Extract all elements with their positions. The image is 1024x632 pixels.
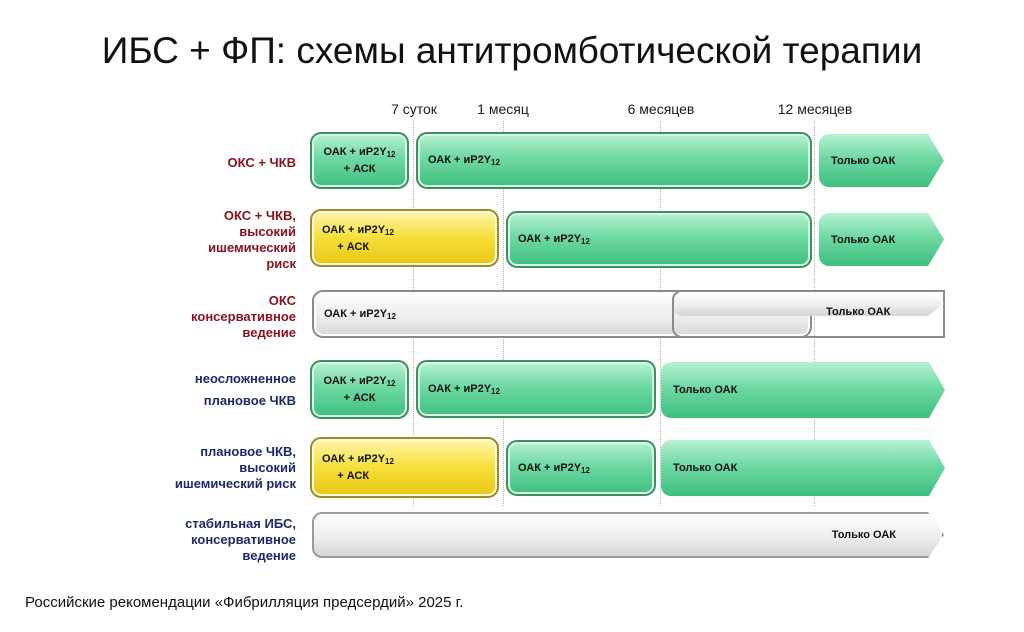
row-label-line: риск bbox=[266, 256, 296, 271]
row-label-line: ОКС + ЧКВ, bbox=[223, 208, 296, 223]
dual-therapy-bar: ОАК + иР2Y12 bbox=[416, 360, 656, 418]
oac-only-arrow: Только ОАК bbox=[661, 440, 945, 496]
row-label-line: плановое ЧКВ, bbox=[200, 444, 296, 459]
row-label-line: стабильная ИБС, bbox=[185, 516, 296, 531]
row-label-line: ОКС bbox=[268, 293, 296, 308]
row-label-line: ишемический bbox=[208, 240, 296, 255]
oac-only-arrow bbox=[672, 290, 945, 338]
bar-text: ОАК + иР2Y12 bbox=[428, 382, 500, 396]
bar-text: ОАК + иР2Y12 bbox=[518, 461, 590, 475]
bar-text: ОАК + иР2Y12 bbox=[428, 154, 500, 167]
row-label-line: ведение bbox=[242, 325, 296, 340]
row-label-line: неосложненное bbox=[194, 371, 296, 386]
triple-therapy-bar: ОАК + иР2Y12 + АСК bbox=[310, 209, 499, 267]
row-label-acs-pci-high-risk: ОКС + ЧКВ, высокий ишемический риск bbox=[120, 207, 296, 273]
oac-only-arrow-fill bbox=[674, 292, 944, 316]
row-label-line: ишемический риск bbox=[174, 476, 296, 491]
bar-text: ОАК + иР2Y12+ АСК bbox=[323, 375, 396, 404]
bar-text: Только ОАК bbox=[673, 462, 738, 474]
triple-therapy-bar: ОАК + иР2Y12+ АСК bbox=[310, 360, 409, 419]
bar-text: Только ОАК bbox=[673, 384, 738, 396]
row-label-elective-pci-high-risk: плановое ЧКВ, высокий ишемический риск bbox=[120, 442, 296, 494]
row-label-line: плановое ЧКВ bbox=[203, 393, 296, 408]
bar-text: Только ОАК bbox=[831, 233, 896, 246]
row-label-line: высокий bbox=[239, 460, 296, 475]
bar-text: ОАК + иР2Y12 + АСК bbox=[322, 223, 394, 253]
oac-only-arrow: Только ОАК bbox=[819, 213, 944, 266]
bar-text: Только ОАК bbox=[831, 529, 896, 541]
row-label-acs-conservative: ОКС консервативное ведение bbox=[120, 291, 296, 343]
oac-only-arrow: Только ОАК bbox=[661, 362, 945, 418]
bar-text: ОАК + иР2Y12 bbox=[518, 233, 590, 246]
triple-therapy-bar: ОАК + иР2Y12 + АСК bbox=[310, 437, 499, 498]
row-label-elective-pci: неосложненное плановое ЧКВ bbox=[120, 368, 296, 412]
row-label-stable-cad: стабильная ИБС, консервативное ведение bbox=[120, 514, 296, 566]
row-label-line: высокий bbox=[239, 224, 296, 239]
dual-therapy-bar: ОАК + иР2Y12 bbox=[416, 132, 812, 189]
bar-text: Только ОАК bbox=[831, 154, 896, 167]
page-title: ИБС + ФП: схемы антитромботической терап… bbox=[101, 30, 923, 71]
bar-text: ОАК + иР2Y12+ АСК bbox=[323, 146, 396, 175]
oac-only-text: Только ОАК bbox=[826, 306, 891, 318]
milestone-6-months: 6 месяцев bbox=[627, 101, 695, 117]
oac-only-arrow: Только ОАК bbox=[819, 134, 944, 187]
row-label-line: ОКС + ЧКВ bbox=[227, 155, 296, 170]
triple-therapy-bar: ОАК + иР2Y12+ АСК bbox=[310, 132, 409, 189]
oac-only-arrow: Только ОАК bbox=[312, 512, 944, 558]
row-label-line: консервативное bbox=[191, 309, 296, 324]
bar-text: ОАК + иР2Y12 + АСК bbox=[322, 453, 394, 482]
milestone-7-days: 7 суток bbox=[391, 101, 437, 117]
bar-text: ОАК + иР2Y12 bbox=[324, 307, 396, 321]
source-citation: Российские рекомендации «Фибрилляция пре… bbox=[25, 594, 464, 611]
milestone-12-months: 12 месяцев bbox=[777, 101, 853, 117]
row-label-acs-pci: ОКС + ЧКВ bbox=[120, 148, 296, 178]
row-label-line: консервативное bbox=[191, 532, 296, 547]
dual-therapy-bar: ОАК + иР2Y12 bbox=[506, 440, 656, 496]
milestone-1-month: 1 месяц bbox=[477, 101, 529, 117]
dual-therapy-bar: ОАК + иР2Y12 bbox=[506, 211, 812, 268]
row-label-line: ведение bbox=[242, 548, 296, 563]
